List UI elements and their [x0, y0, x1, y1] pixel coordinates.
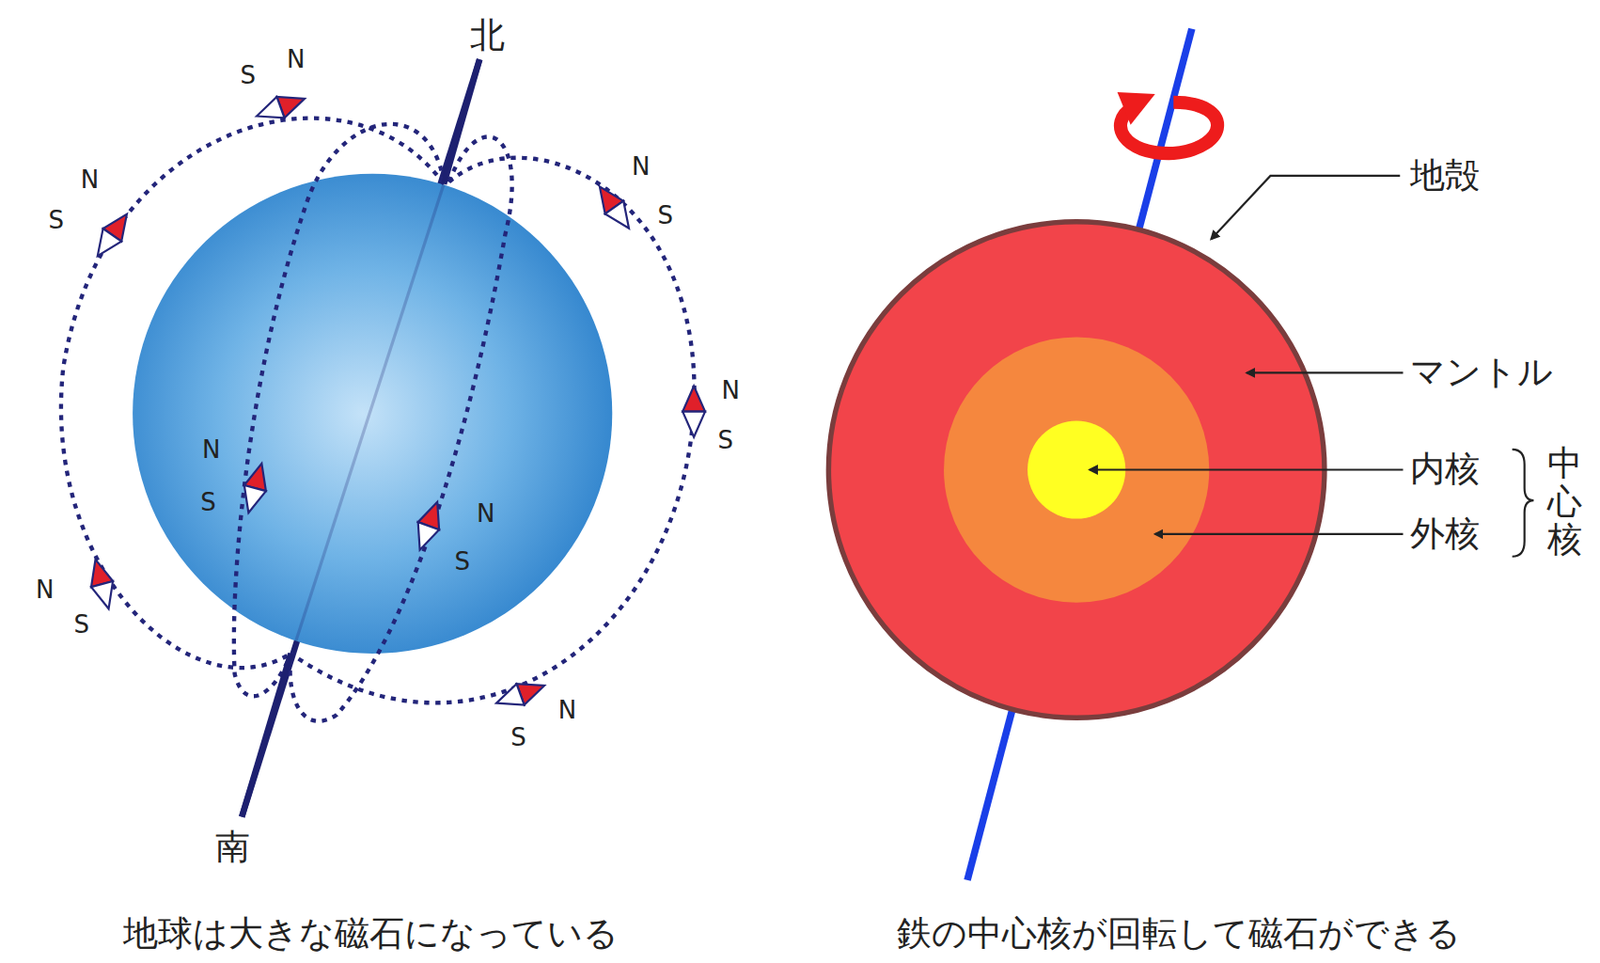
- pole-letter: S: [74, 611, 91, 639]
- rotation-arrow: [1117, 92, 1219, 154]
- part-name: 外核: [1410, 514, 1480, 553]
- part-name: マントル: [1410, 353, 1553, 393]
- pole-letter: N: [80, 166, 99, 194]
- pole-letter: N: [286, 46, 305, 74]
- caption: 鉄の中心核が回転して磁石ができる: [896, 914, 1461, 954]
- compass-needles: [84, 88, 706, 714]
- pole-letter: S: [47, 206, 64, 235]
- globe: [132, 173, 612, 654]
- pole-letter: N: [721, 376, 739, 404]
- pole-letter: N: [476, 500, 495, 528]
- group-name: 中心核: [1547, 444, 1583, 560]
- pole-label: 北: [470, 16, 505, 56]
- pole-label: 南: [215, 828, 251, 867]
- field-lines: [61, 118, 695, 722]
- earth-section: [828, 29, 1534, 880]
- pole-letter: S: [717, 426, 734, 455]
- part-name: 内核: [1410, 450, 1480, 489]
- pole-letter: N: [35, 576, 54, 604]
- caption: 地球は大きな磁石になっている: [123, 914, 619, 954]
- pole-letter: S: [240, 62, 257, 90]
- earth-globe: [61, 59, 706, 816]
- pole-letter: S: [454, 548, 471, 576]
- brace: [1512, 449, 1535, 557]
- pole-letter: S: [200, 488, 217, 517]
- pole-letter: S: [657, 202, 674, 230]
- pole-letter: S: [510, 722, 527, 751]
- pole-letter: N: [202, 435, 220, 463]
- part-name: 地殻: [1410, 156, 1480, 195]
- pole-letter: N: [558, 696, 577, 724]
- pole-letter: N: [631, 153, 650, 181]
